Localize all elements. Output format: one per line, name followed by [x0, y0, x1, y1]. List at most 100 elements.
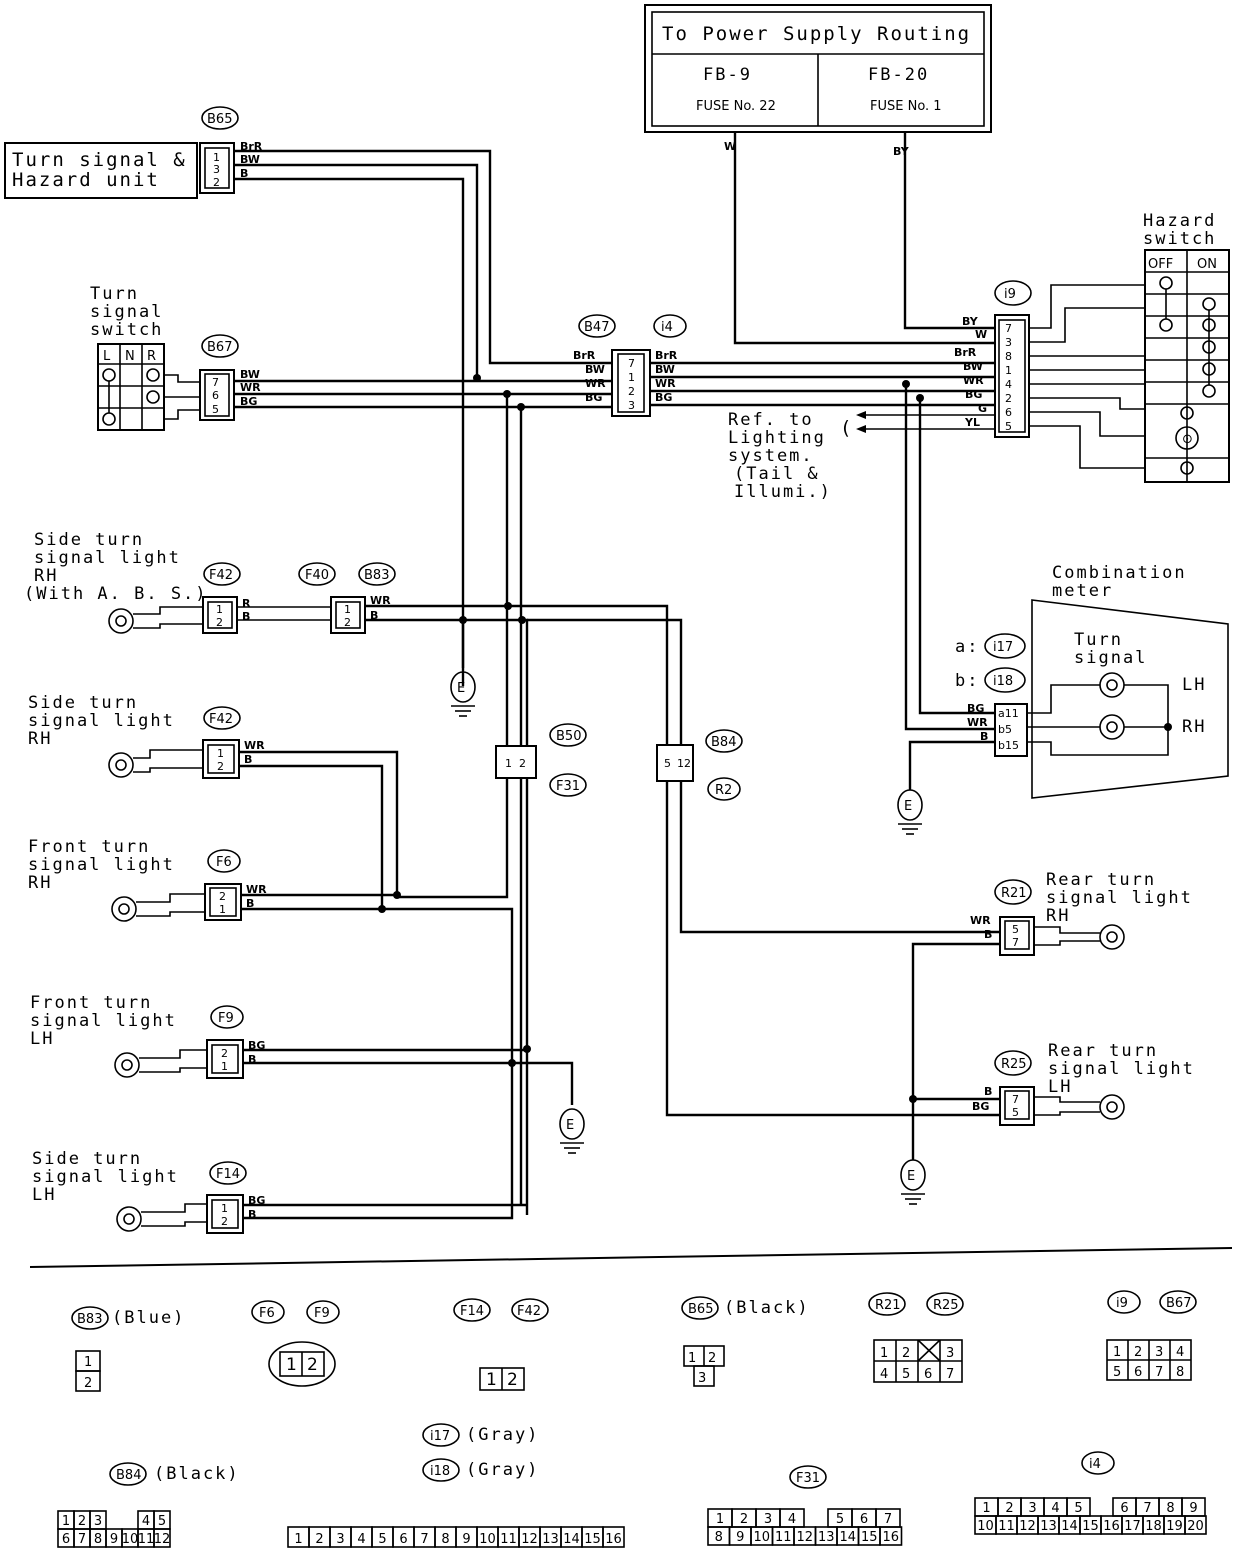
pin: 1: [688, 1351, 696, 1366]
connector-f6-label: F6: [216, 855, 232, 870]
connector-b84-r2: [656, 744, 694, 782]
light-label: signal light: [28, 711, 175, 731]
connector-b67-label: B67: [207, 340, 232, 355]
legend-f6-label: F6: [259, 1306, 275, 1321]
i17-pin: 7: [420, 1532, 428, 1547]
connector-r21-label: R21: [1001, 886, 1027, 901]
hazard-on: ON: [1197, 257, 1217, 272]
pin: 1: [1005, 364, 1012, 377]
wire-label: BrR: [573, 349, 596, 362]
legend-f14-label: F14: [460, 1304, 484, 1319]
ground-icon: E: [566, 1118, 574, 1133]
legend-f31-label: F31: [796, 1471, 820, 1486]
hazard-switch: Hazard switch OFF ON ⊙: [1143, 211, 1230, 483]
i4-pin: 8: [1166, 1501, 1174, 1516]
pin: 1: [213, 151, 220, 164]
pin: 1: [221, 1202, 228, 1215]
f31-pin: 13: [818, 1530, 835, 1545]
pin: 6: [1005, 406, 1012, 419]
light-label: signal light: [1046, 888, 1193, 908]
i4-pin: 18: [1145, 1519, 1162, 1534]
b84-pin: 9: [110, 1532, 118, 1547]
connector-f42-label: F42: [209, 568, 233, 583]
i4-pin: 16: [1103, 1519, 1120, 1534]
pin: 1: [286, 1355, 297, 1375]
connector-tag-b67: [201, 334, 239, 358]
pin: 5: [1012, 923, 1019, 936]
i17-pin: 12: [521, 1532, 538, 1547]
light-label: signal light: [34, 548, 181, 568]
light-label: signal light: [30, 1011, 177, 1031]
wire-label: BW: [655, 363, 675, 376]
switch-label: signal: [90, 302, 163, 322]
light-label: RH: [28, 729, 52, 749]
light-label: Front turn: [28, 837, 150, 857]
ref-bracket: (: [840, 417, 853, 439]
light-label: Rear turn: [1048, 1041, 1158, 1061]
f31-pin: 10: [753, 1530, 770, 1545]
b84-pin: 10: [122, 1532, 139, 1547]
legend-i4-label: i4: [1089, 1457, 1101, 1472]
i17-pin: 5: [378, 1532, 386, 1547]
legend-b84-color: (Black): [154, 1464, 240, 1484]
pin: 5: [902, 1367, 910, 1382]
wire-label: BrR: [655, 349, 678, 362]
pin: 7: [1005, 322, 1012, 335]
pin: 5: [1113, 1365, 1121, 1380]
pin: 3: [698, 1371, 706, 1386]
pin: b5: [998, 723, 1012, 736]
meter-lh-label: LH: [1182, 675, 1206, 695]
legend-b67-label: B67: [1166, 1296, 1191, 1311]
i4-pin: 4: [1051, 1501, 1059, 1516]
wire-label: BW: [240, 368, 260, 381]
wire-by-power: [903, 132, 995, 330]
pin: 1: [880, 1346, 888, 1361]
i4-pin: 14: [1061, 1519, 1078, 1534]
pin: 6: [1134, 1365, 1142, 1380]
connector-i17-label: i17: [993, 640, 1013, 655]
pin: 1: [628, 371, 635, 384]
wire-label: B: [248, 1053, 256, 1066]
ref-lighting-label: (Tail &: [734, 464, 820, 484]
connector-b84-label: B84: [711, 735, 736, 750]
pin: 2: [902, 1346, 910, 1361]
pin: 1: [216, 603, 223, 616]
f31-pin: 11: [775, 1530, 792, 1545]
pin: 7: [1155, 1365, 1163, 1380]
pin: 4: [880, 1367, 888, 1382]
meter-rh-label: RH: [1182, 717, 1206, 737]
wire-label: WR: [655, 377, 676, 390]
pin: 7: [1012, 936, 1019, 949]
wire-label: BG: [972, 1100, 989, 1113]
wire-label: B: [248, 1208, 256, 1221]
i17-pin: 13: [542, 1532, 559, 1547]
pin: 6: [924, 1367, 932, 1382]
pin: 3: [213, 163, 220, 176]
light-label: LH: [32, 1185, 56, 1205]
f31-pin: 1: [716, 1512, 724, 1527]
pin: 1: [217, 747, 224, 760]
legend-r21-label: R21: [875, 1298, 901, 1313]
legend-b65-color: (Black): [724, 1298, 810, 1318]
pin: 1: [344, 603, 351, 616]
light-label: RH: [1046, 906, 1070, 926]
pin: 2: [1134, 1345, 1142, 1360]
i4-pin: 12: [1019, 1519, 1036, 1534]
connector-b47-label: B47: [584, 320, 609, 335]
light-label: signal light: [28, 855, 175, 875]
legend-i17-label: i17: [430, 1429, 450, 1444]
i17-pin: 16: [605, 1532, 622, 1547]
fuse-box-right: FB-20: [868, 65, 929, 85]
legend-i18-color: (Gray): [466, 1460, 539, 1480]
pin: 1: [505, 757, 512, 770]
pin: 7: [212, 376, 219, 389]
connector-f9-label: F9: [218, 1011, 234, 1026]
connector-i9: 7 3 8 1 4 2 6 5: [994, 314, 1030, 438]
wire-w-power: [733, 132, 995, 345]
f31-pin: 8: [715, 1530, 723, 1545]
legend-divider: [29, 1247, 1233, 1268]
bulb-icon: [1099, 924, 1125, 950]
i17-pin: 4: [357, 1532, 365, 1547]
wire-label: WR: [240, 381, 261, 394]
